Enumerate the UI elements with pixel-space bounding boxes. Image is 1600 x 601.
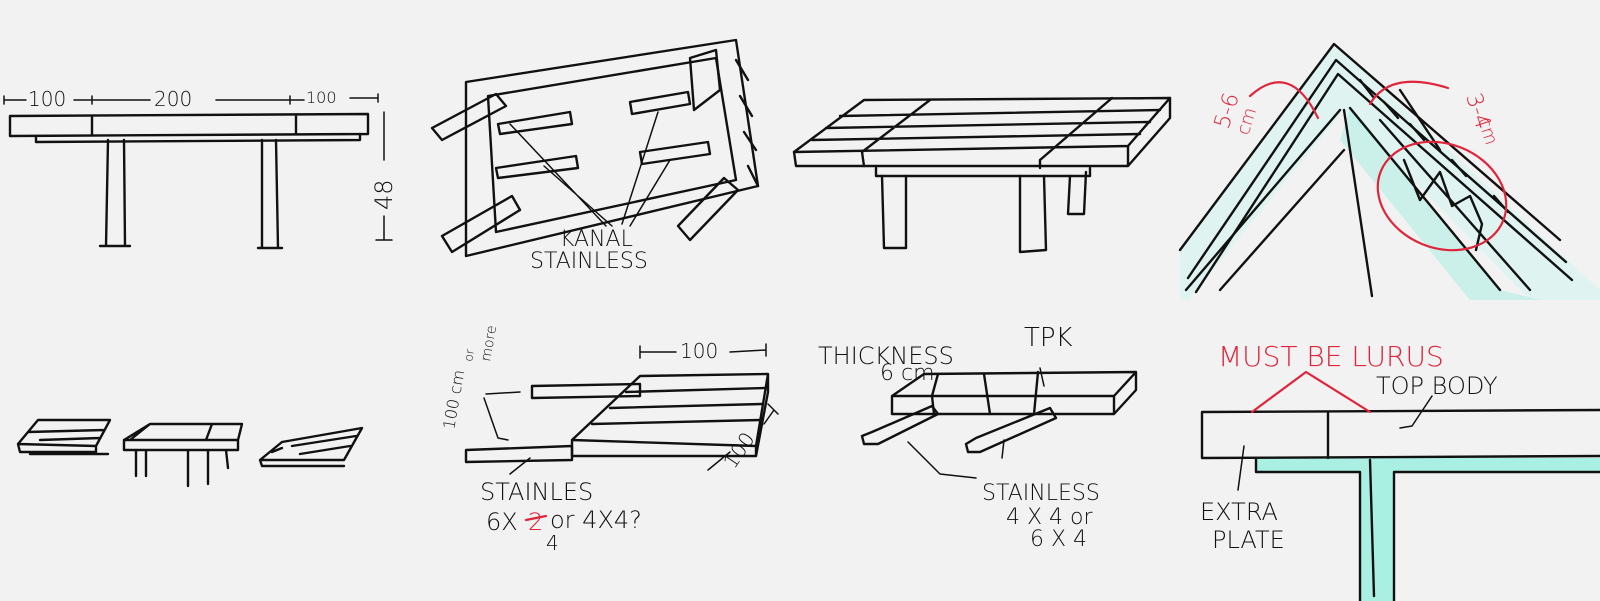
dim-curve-left: [1248, 81, 1320, 120]
top-frame-inner: [486, 56, 738, 234]
highlight-circle: [1376, 140, 1508, 252]
note-vertical-1: 100 cm: [439, 368, 468, 430]
label-6x: 6X: [486, 508, 518, 536]
top-frame-planks: [734, 58, 760, 188]
channel-4: [638, 140, 712, 166]
apron-rail: [34, 132, 362, 144]
note-vertical-2: or: [461, 348, 477, 363]
beam-upper-right: [688, 48, 722, 112]
leg-front-right: [1018, 174, 1048, 254]
sketch-section-extra-plate: MUST BE LURUS TOP BODY EXTRA PLATE: [1200, 340, 1600, 601]
label-4x4: 4 X 4 or: [1006, 505, 1094, 530]
frame-horizontal-fill: [1256, 458, 1600, 472]
channel-3: [628, 90, 692, 116]
label-must-be-lurus: MUST BE LURUS: [1218, 340, 1444, 373]
plank-ticks: [1358, 78, 1510, 214]
label-top-body: TOP BODY: [1376, 372, 1498, 400]
beam-left: [860, 404, 940, 446]
leg-back-right: [1066, 170, 1088, 216]
dim-right: 100: [306, 88, 337, 107]
leader-lines-6: [483, 391, 531, 475]
leader-lines-8: [1237, 395, 1433, 491]
rail-bottom: [464, 444, 574, 464]
sketch-exploded-views: [16, 418, 364, 488]
rail-top: [530, 382, 642, 400]
dimension-line-top: [3, 93, 379, 105]
sketch-perspective-table: [792, 96, 1172, 254]
label-struck: 2: [528, 508, 543, 536]
label-6x4: 6 X 4: [1030, 527, 1087, 552]
dim-top: 100: [680, 339, 718, 363]
label-or-4x4: or 4X4?: [550, 506, 642, 534]
label-extra: EXTRA: [1200, 498, 1278, 526]
channel-1: [496, 110, 574, 136]
label-sub: 4: [546, 531, 559, 555]
top-front-edge: [792, 96, 1172, 168]
sketch-corner-joint: 5-6 cm 3-4 cm: [1178, 42, 1600, 300]
main-planks: [590, 386, 766, 426]
frame-vertical-fill: [1360, 458, 1394, 601]
sketch-underside: KANAL STAINLESS: [430, 38, 760, 274]
wood-fill-accent: [1340, 108, 1540, 300]
leader-lines: [509, 111, 671, 227]
outer-edges: [1178, 42, 1574, 294]
dim-side-line: [707, 403, 779, 471]
right-piece: [258, 426, 364, 468]
sketch-side-elevation: 100 200 100 48: [3, 87, 398, 250]
dim-right-unit: cm: [1473, 115, 1501, 148]
label-stainles: STAINLES: [480, 478, 593, 506]
dim-curve-right: [1368, 80, 1450, 106]
dimension-line-height: [375, 111, 393, 241]
beam-right: [964, 406, 1058, 454]
label-6cm: 6 cm: [880, 361, 935, 386]
plank-top: [890, 370, 1138, 416]
leg-right: [256, 138, 284, 250]
top-frame-outer: [464, 38, 760, 258]
leg-left: [98, 138, 132, 248]
plate-outline: [1200, 408, 1600, 460]
left-piece: [16, 418, 112, 456]
joint-cut: [1402, 158, 1484, 252]
top-planks: [810, 96, 1162, 170]
beam-lower-right: [676, 176, 740, 242]
plank-lines: [930, 370, 1040, 416]
dim-top-line: [639, 343, 767, 359]
leader-lines-7: [907, 367, 1045, 479]
wood-fill-light: [1180, 44, 1600, 300]
dim-side: 100: [718, 428, 759, 473]
label-plate: PLATE: [1212, 526, 1285, 554]
dim-left: 100: [28, 87, 66, 111]
sketch-top-with-beams: THICKNESS 6 cm TPK STAINLESS 4 X 4 or 6 …: [818, 323, 1138, 552]
label-thickness: THICKNESS: [818, 342, 954, 370]
beam-lower-left: [440, 194, 522, 254]
middle-table: [122, 422, 244, 488]
channel-2: [494, 154, 580, 180]
apron: [874, 166, 1092, 178]
label-stainless: STAINLESS: [530, 249, 648, 274]
leg-front-left: [880, 174, 908, 250]
note-vertical-3: more: [478, 324, 500, 362]
frame-lines: [1254, 456, 1600, 601]
beam-upper-left: [430, 92, 508, 142]
dim-mid: 200: [154, 87, 192, 111]
inner-edges: [1184, 88, 1532, 298]
level-mark: [1250, 370, 1372, 414]
dim-height: 48: [370, 179, 398, 210]
sketch-extension-plate: 100 100 100 cm or more STAINLES 6X 2 or …: [439, 324, 779, 555]
label-stainless-7: STAINLESS: [982, 481, 1100, 506]
label-kanal: KANAL: [560, 227, 633, 252]
label-tpk: TPK: [1024, 323, 1073, 353]
tabletop-outline: [8, 112, 370, 138]
strike-mark: [524, 514, 548, 522]
